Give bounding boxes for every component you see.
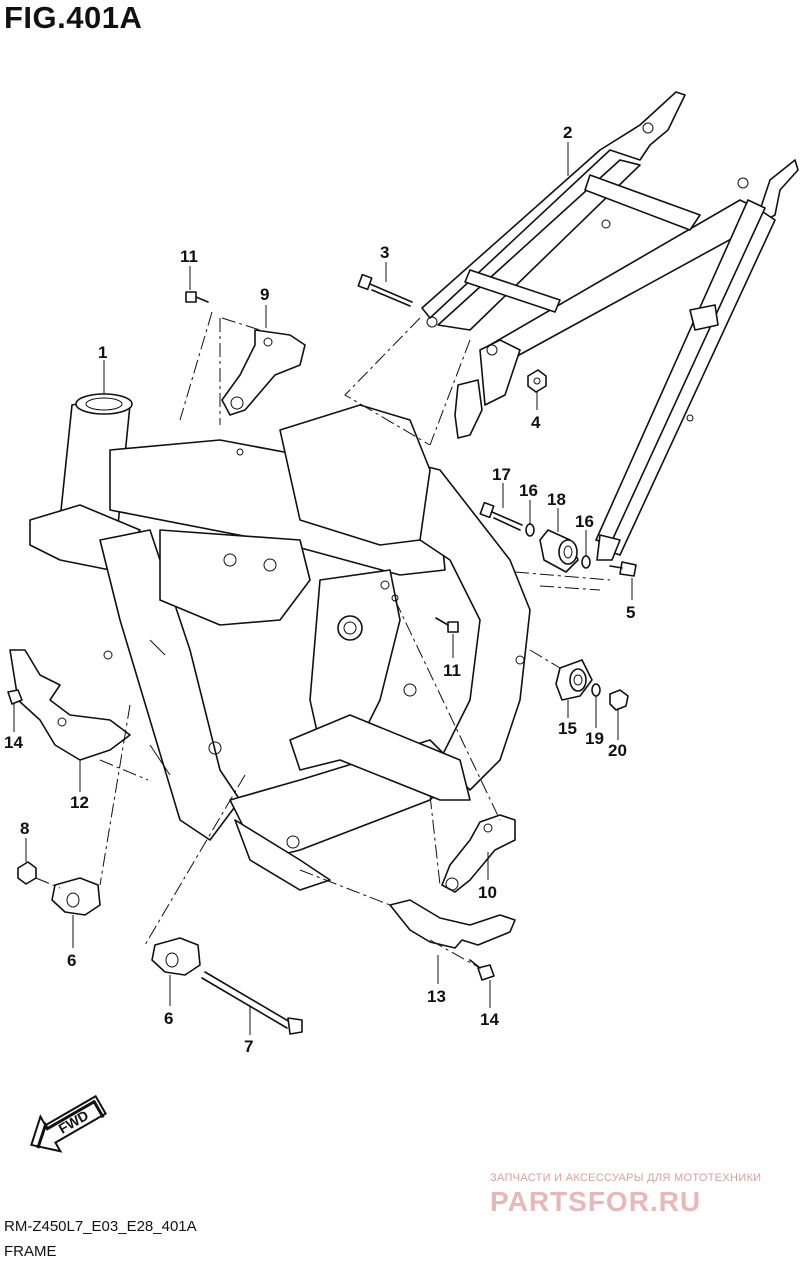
nut-4 <box>527 369 547 393</box>
leader-lines <box>13 142 633 1035</box>
diagram-name: FRAME <box>4 1243 57 1260</box>
bolt-11a <box>185 291 209 303</box>
callout-7: 7 <box>244 1037 253 1056</box>
callout-10: 10 <box>478 883 497 902</box>
washer-16b <box>581 555 591 569</box>
bracket-10 <box>441 814 516 893</box>
callout-3: 3 <box>380 243 389 262</box>
callout-17: 17 <box>492 465 511 484</box>
figure-title: FIG.401A <box>4 0 143 35</box>
washer-16a <box>525 523 535 537</box>
diagram-code: RM-Z450L7_E03_E28_401A <box>4 1218 197 1235</box>
callout-5: 5 <box>626 603 635 622</box>
callout-11b: 11 <box>443 661 461 680</box>
callout-16b: 16 <box>575 512 594 531</box>
callout-15: 15 <box>558 719 577 738</box>
callout-9: 9 <box>260 285 269 304</box>
bolt-3 <box>357 273 413 307</box>
callout-4: 4 <box>531 413 541 432</box>
bolt-11b <box>435 617 459 633</box>
callout-18: 18 <box>547 490 566 509</box>
callout-13: 13 <box>427 987 446 1006</box>
bracket-6a <box>51 877 101 916</box>
nut-8 <box>17 861 37 885</box>
callout-numbers: 1 2 3 4 5 11 9 11 17 16 18 16 15 19 20 1… <box>4 123 635 1056</box>
callout-8: 8 <box>20 819 29 838</box>
callout-19: 19 <box>585 729 604 748</box>
bushing-18 <box>539 529 579 573</box>
watermark-tagline: ЗАПЧАСТИ И АКСЕССУАРЫ ДЛЯ МОТОТЕХНИКИ <box>490 1172 762 1184</box>
phantom-lines <box>35 311 611 969</box>
bolt-14b <box>469 959 495 981</box>
bracket-9 <box>221 329 306 416</box>
callout-1: 1 <box>98 343 107 362</box>
nut-20 <box>609 689 629 711</box>
bolt-7 <box>201 971 303 1035</box>
bushing-15 <box>555 659 593 701</box>
bracket-6b <box>151 937 201 976</box>
main-frame <box>29 393 531 891</box>
callout-11a: 11 <box>180 247 198 266</box>
guard-12 <box>9 649 131 761</box>
fwd-arrow: FWD <box>30 1094 108 1153</box>
callout-16a: 16 <box>519 481 538 500</box>
guard-13 <box>389 899 516 949</box>
callout-6b: 6 <box>164 1009 173 1028</box>
callout-14b: 14 <box>480 1010 499 1029</box>
callout-6a: 6 <box>67 951 76 970</box>
callout-14a: 14 <box>4 733 23 752</box>
bolt-17 <box>479 501 523 531</box>
callout-20: 20 <box>608 741 627 760</box>
watermark-logo: PARTSFOR.RU <box>490 1186 702 1217</box>
callout-12: 12 <box>70 793 89 812</box>
washer-19 <box>591 683 601 697</box>
bolt-14a <box>7 689 23 705</box>
rear-subframe <box>421 91 799 561</box>
bolt-5 <box>609 561 637 577</box>
callout-2: 2 <box>563 123 572 142</box>
